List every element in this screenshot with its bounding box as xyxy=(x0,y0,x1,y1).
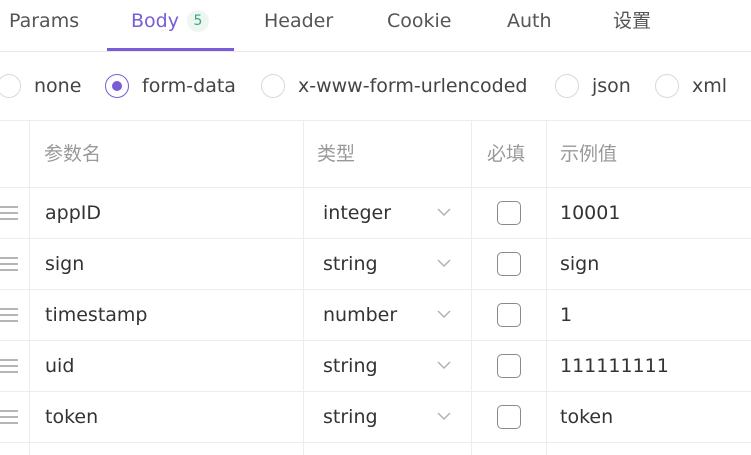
param-type-select[interactable]: string xyxy=(323,253,378,275)
required-checkbox[interactable] xyxy=(497,354,521,378)
param-name-cell[interactable]: timestamp xyxy=(45,304,148,326)
tab-params[interactable]: Params xyxy=(9,10,80,32)
chevron-down-icon[interactable] xyxy=(437,358,451,372)
header-required: 必填 xyxy=(487,143,526,165)
tab-header[interactable]: Header xyxy=(264,10,334,32)
body-tab-bar: Params Body 5 Header Cookie Auth 设置 xyxy=(0,0,751,52)
chevron-down-icon[interactable] xyxy=(437,307,451,321)
table-row: uid string 111111111 xyxy=(0,341,751,392)
chevron-down-icon[interactable] xyxy=(437,205,451,219)
example-value-cell[interactable]: 1 xyxy=(560,304,573,326)
chevron-down-icon[interactable] xyxy=(437,256,451,270)
radio-label: xml xyxy=(692,75,728,97)
column-divider xyxy=(471,121,472,455)
radio-json[interactable]: json xyxy=(555,52,631,120)
tab-cookie[interactable]: Cookie xyxy=(387,10,452,32)
tab-settings[interactable]: 设置 xyxy=(613,10,652,32)
table-row: timestamp number 1 xyxy=(0,290,751,341)
param-name-cell[interactable]: token xyxy=(45,406,99,428)
tab-body[interactable]: Body 5 xyxy=(131,0,209,51)
tab-body-label: Body xyxy=(131,10,179,32)
header-example: 示例值 xyxy=(560,143,618,165)
radio-label: none xyxy=(34,75,82,97)
param-type-select[interactable]: number xyxy=(323,304,398,326)
table-row: sign string sign xyxy=(0,239,751,290)
radio-none[interactable]: none xyxy=(0,52,81,120)
table-header-row: 参数名 类型 必填 示例值 xyxy=(0,121,751,188)
form-data-params-table: 参数名 类型 必填 示例值 appID integer 10001 sign s… xyxy=(0,120,751,455)
radio-circle xyxy=(0,74,21,98)
radio-circle xyxy=(655,74,679,98)
radio-x-www-form-urlencoded[interactable]: x-www-form-urlencoded xyxy=(261,52,527,120)
param-name-cell[interactable]: appID xyxy=(45,202,101,224)
radio-label: form-data xyxy=(142,75,236,97)
param-type-select[interactable]: string xyxy=(323,406,378,428)
header-type: 类型 xyxy=(317,143,356,165)
required-checkbox[interactable] xyxy=(497,405,521,429)
required-checkbox[interactable] xyxy=(497,303,521,327)
chevron-down-icon[interactable] xyxy=(437,409,451,423)
radio-form-data[interactable]: form-data xyxy=(105,52,236,120)
radio-xml[interactable]: xml xyxy=(655,52,727,120)
param-name-cell[interactable]: sign xyxy=(45,253,85,275)
radio-circle xyxy=(555,74,579,98)
radio-circle-checked xyxy=(105,74,129,98)
active-tab-indicator xyxy=(107,48,234,51)
column-divider xyxy=(303,121,304,455)
radio-circle xyxy=(261,74,285,98)
drag-handle-icon[interactable] xyxy=(0,206,18,220)
radio-label: x-www-form-urlencoded xyxy=(298,75,528,97)
table-row: appID integer 10001 xyxy=(0,188,751,239)
radio-label: json xyxy=(592,75,631,97)
example-value-cell[interactable]: token xyxy=(560,406,614,428)
column-divider xyxy=(29,121,30,455)
body-count-badge: 5 xyxy=(186,10,209,32)
example-value-cell[interactable]: sign xyxy=(560,253,600,275)
param-name-cell[interactable]: uid xyxy=(45,355,75,377)
body-type-radio-group: none form-data x-www-form-urlencoded jso… xyxy=(0,52,751,120)
drag-handle-icon[interactable] xyxy=(0,410,18,424)
example-value-cell[interactable]: 111111111 xyxy=(560,355,669,377)
required-checkbox[interactable] xyxy=(497,252,521,276)
column-divider xyxy=(546,121,547,455)
drag-handle-icon[interactable] xyxy=(0,308,18,322)
table-row: token string token xyxy=(0,392,751,443)
required-checkbox[interactable] xyxy=(497,201,521,225)
param-type-select[interactable]: string xyxy=(323,355,378,377)
header-param-name: 参数名 xyxy=(44,143,102,165)
drag-handle-icon[interactable] xyxy=(0,359,18,373)
drag-handle-icon[interactable] xyxy=(0,257,18,271)
param-type-select[interactable]: integer xyxy=(323,202,392,224)
tab-auth[interactable]: Auth xyxy=(507,10,552,32)
example-value-cell[interactable]: 10001 xyxy=(560,202,621,224)
